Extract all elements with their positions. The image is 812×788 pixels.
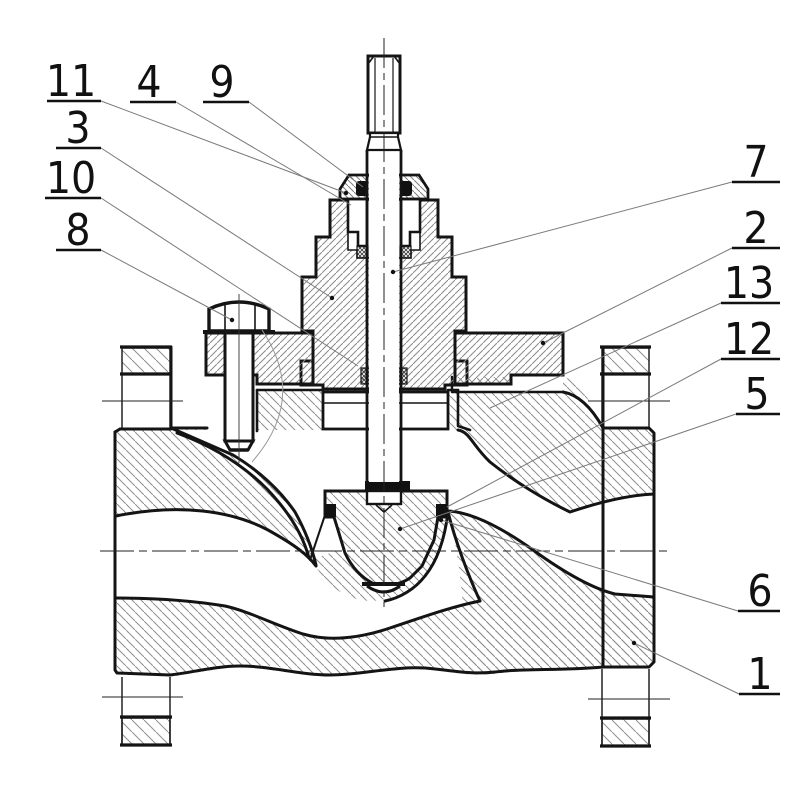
callout-11: 11	[46, 56, 349, 196]
body-outlines	[113, 345, 656, 677]
leader-dot-6	[438, 517, 444, 523]
inlet-passage	[116, 509, 480, 639]
leader-line-6	[440, 519, 739, 612]
part-number-8: 8	[65, 205, 90, 256]
callout-1: 1	[631, 640, 780, 700]
leader-line-4	[175, 101, 352, 206]
detail-arc	[251, 329, 284, 463]
stem-collar	[365, 481, 410, 491]
callout-4: 4	[130, 57, 352, 206]
callout-9: 9	[203, 57, 364, 188]
leader-line-2	[542, 247, 733, 344]
callout-13: 13	[489, 258, 780, 409]
plug-seal-right	[436, 504, 447, 517]
callout-3: 3	[56, 103, 335, 301]
part-number-7: 7	[743, 137, 768, 188]
part-number-9: 9	[209, 57, 234, 108]
leader-dot-5	[397, 526, 403, 532]
callout-10: 10	[45, 153, 359, 367]
stem-neck	[365, 131, 403, 152]
callout-8: 8	[56, 205, 235, 323]
part-number-5: 5	[744, 369, 769, 420]
part-number-1: 1	[747, 649, 772, 700]
leader-line-3	[100, 147, 333, 299]
valve-plug	[323, 481, 449, 594]
bonnet-bolt	[203, 294, 284, 463]
leader-line-12	[446, 358, 722, 508]
callout-6: 6	[438, 517, 780, 617]
center-lines	[100, 38, 670, 700]
leader-dot-11	[343, 190, 349, 196]
leader-dot-8	[229, 317, 235, 323]
part-number-3: 3	[65, 103, 90, 154]
part-number-11: 11	[46, 56, 96, 107]
leader-dot-1	[631, 640, 637, 646]
plate-left-arm	[204, 331, 315, 386]
left-flange-rim-bottom	[120, 677, 172, 747]
part-number-13: 13	[724, 258, 774, 309]
part-number-10: 10	[46, 153, 96, 204]
part-number-4: 4	[136, 57, 161, 108]
part-number-2: 2	[743, 203, 768, 254]
leader-line-5	[399, 413, 737, 530]
part-number-12: 12	[724, 314, 774, 365]
leader-line-8	[100, 249, 233, 321]
plug-seal-left	[325, 504, 336, 517]
callout-5: 5	[397, 369, 780, 532]
stem-seal-right	[400, 181, 412, 196]
leader-line-7	[392, 181, 733, 273]
left-flange-rim-top	[120, 345, 172, 376]
callout-12: 12	[446, 314, 780, 508]
leader-dot-2	[540, 340, 546, 346]
leader-line-1	[633, 642, 740, 695]
leader-line-13	[489, 302, 722, 409]
stem-seal-left	[356, 181, 368, 196]
leader-dot-3	[329, 295, 335, 301]
callout-7: 7	[390, 137, 780, 275]
part-number-6: 6	[747, 566, 772, 617]
bonnet-assembly	[299, 173, 469, 431]
callout-2: 2	[540, 203, 780, 346]
right-flange-rim-top	[600, 345, 651, 376]
right-flange-rim-bottom	[600, 669, 651, 748]
leader-line-10	[100, 197, 359, 367]
leader-line-9	[248, 101, 364, 188]
leader-dot-7	[390, 269, 396, 275]
